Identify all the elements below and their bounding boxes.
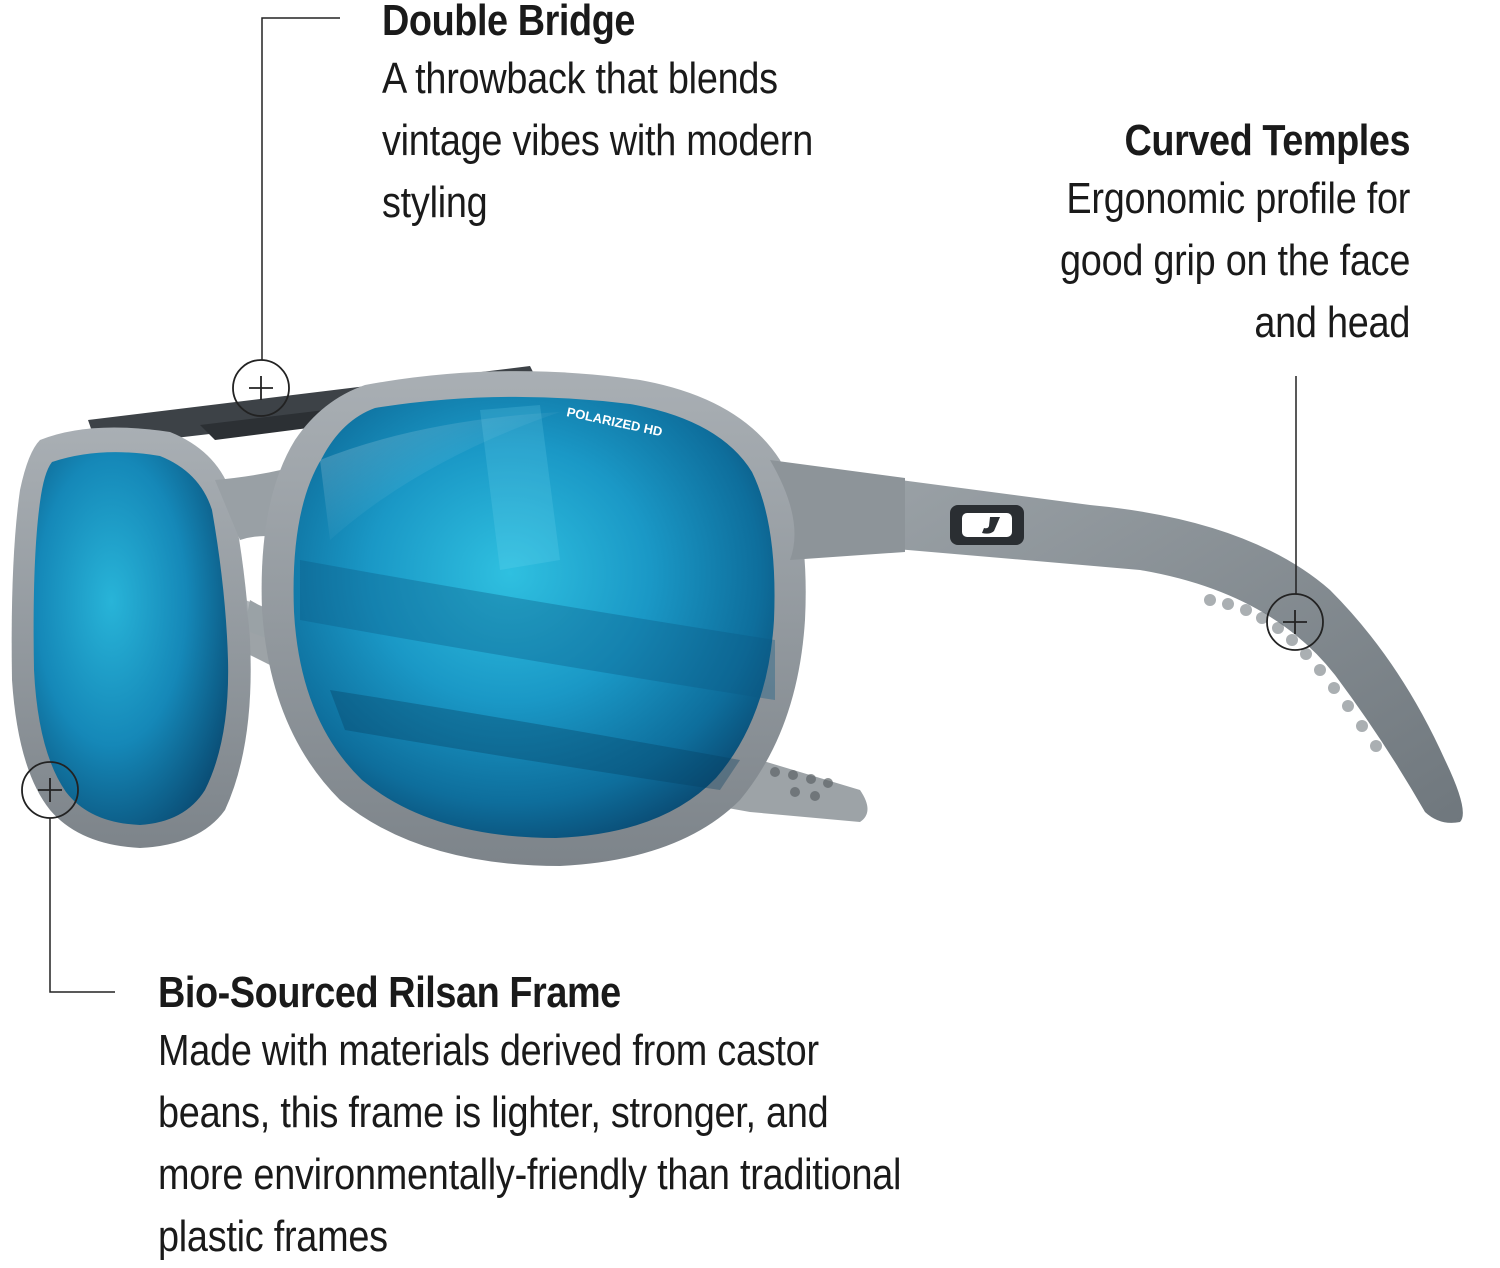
leader-line-frame	[49, 818, 115, 993]
callout-bio-sourced-frame: Bio-Sourced Rilsan Frame Made with mater…	[158, 966, 1022, 1268]
leader-lines	[49, 17, 1297, 993]
callout-double-bridge: Double Bridge A throwback that blends vi…	[382, 0, 883, 234]
description-line: Ergonomic profile for	[1066, 174, 1410, 223]
callout-curved-temples: Curved Temples Ergonomic profile for goo…	[1003, 114, 1411, 354]
temple-texture-far	[770, 767, 833, 801]
temple-texture-near	[1204, 594, 1382, 752]
callout-title: Double Bridge	[382, 0, 636, 45]
description-line: and head	[1254, 298, 1410, 347]
callout-description: A throwback that blends vintage vibes wi…	[382, 48, 813, 234]
crosshair-plus-icon	[232, 359, 290, 417]
leader-line-double-bridge	[261, 17, 340, 360]
callout-description: Made with materials derived from castor …	[158, 1020, 901, 1268]
description-line: Made with materials derived from castor	[158, 1026, 819, 1075]
left-lens	[33, 452, 229, 825]
description-line: styling	[382, 178, 488, 227]
near-temple	[885, 478, 1463, 823]
right-lens	[293, 396, 775, 838]
description-line: more environmentally-friendly than tradi…	[158, 1150, 902, 1199]
description-line: beans, this frame is lighter, stronger, …	[158, 1088, 829, 1137]
callout-title: Bio-Sourced Rilsan Frame	[158, 968, 621, 1017]
callout-description: Ergonomic profile for good grip on the f…	[1060, 168, 1410, 354]
description-line: plastic frames	[158, 1212, 388, 1261]
description-line: A throwback that blends	[382, 54, 778, 103]
crosshair-plus-icon	[21, 761, 79, 819]
description-line: good grip on the face	[1059, 236, 1410, 285]
description-line: vintage vibes with modern	[382, 116, 814, 165]
callout-title: Curved Temples	[1124, 116, 1410, 165]
crosshair-plus-icon	[1266, 593, 1324, 651]
